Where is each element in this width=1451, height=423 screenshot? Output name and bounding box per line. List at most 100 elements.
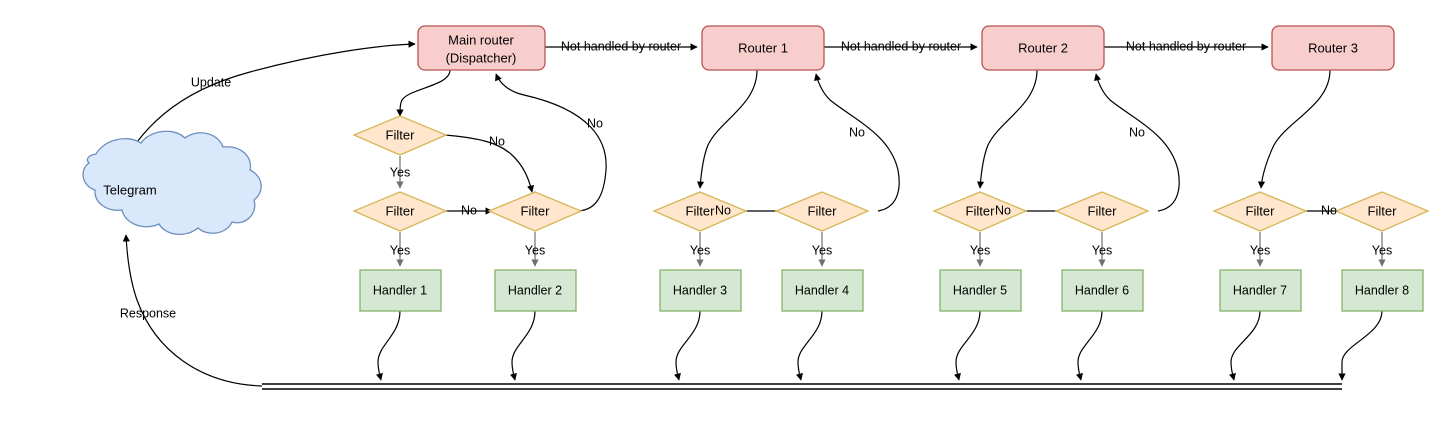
edge-label-yes-1: Yes bbox=[390, 165, 410, 179]
handler-2-box bbox=[494, 269, 577, 312]
node-main-router[interactable]: Main router (Dispatcher) bbox=[417, 25, 546, 71]
edge-label-not-handled-3: Not handled by router bbox=[1126, 39, 1246, 53]
node-filter-2[interactable]: Filter bbox=[352, 191, 448, 232]
edge-filter7-no-to-router2 bbox=[1094, 73, 1180, 212]
filter-5-shape bbox=[774, 191, 870, 232]
edge-handler6-to-collector bbox=[1075, 310, 1103, 381]
node-handler-5[interactable]: Handler 5 bbox=[939, 269, 1022, 312]
node-filter-9[interactable]: Filter bbox=[1334, 191, 1430, 232]
filter-2-shape bbox=[352, 191, 448, 232]
edge-filter3-no-to-mainrouter bbox=[495, 73, 607, 212]
edge-label-update: Update bbox=[191, 75, 231, 89]
node-filter-7[interactable]: Filter bbox=[1054, 191, 1150, 232]
router-3-label: Router 3 bbox=[1308, 40, 1358, 55]
filter-4-shape bbox=[652, 191, 748, 232]
edge-handler7-to-collector bbox=[1228, 310, 1261, 381]
node-filter-3[interactable]: Filter bbox=[487, 191, 583, 232]
handler-5-label: Handler 5 bbox=[953, 283, 1007, 297]
node-handler-6[interactable]: Handler 6 bbox=[1061, 269, 1144, 312]
handler-8-label: Handler 8 bbox=[1355, 283, 1409, 297]
edge-label-no-4: No bbox=[715, 203, 731, 217]
main-router-label-line2: (Dispatcher) bbox=[446, 50, 517, 65]
edge-label-not-handled-2: Not handled by router bbox=[841, 39, 961, 53]
filter-4-label: Filter bbox=[686, 203, 716, 218]
filter-7-label: Filter bbox=[1088, 203, 1118, 218]
edge-mainrouter-to-filter1 bbox=[396, 69, 451, 117]
node-filter-1[interactable]: Filter bbox=[352, 115, 448, 156]
edge-label-no-5: No bbox=[849, 125, 865, 139]
edge-update bbox=[117, 40, 416, 173]
edge-label-no-1: No bbox=[489, 134, 505, 148]
filter-1-label: Filter bbox=[386, 127, 416, 142]
edge-label-no-7: No bbox=[1129, 125, 1145, 139]
router-1-box bbox=[701, 25, 825, 71]
node-router-1[interactable]: Router 1 bbox=[701, 25, 825, 71]
handler-1-box bbox=[359, 269, 442, 312]
node-router-3[interactable]: Router 3 bbox=[1271, 25, 1395, 71]
node-filter-4[interactable]: Filter bbox=[652, 191, 748, 232]
edge-handler3-to-collector bbox=[673, 310, 701, 381]
filter-6-shape bbox=[932, 191, 1028, 232]
node-telegram-cloud[interactable]: Telegram bbox=[82, 130, 262, 235]
edge-label-yes-4: Yes bbox=[690, 243, 710, 257]
handler-6-box bbox=[1061, 269, 1144, 312]
node-filter-8[interactable]: Filter bbox=[1212, 191, 1308, 232]
telegram-label: Telegram bbox=[103, 182, 156, 197]
edge-label-not-handled-1: Not handled by router bbox=[561, 39, 681, 53]
filter-6-label: Filter bbox=[966, 203, 996, 218]
edge-label-yes-6: Yes bbox=[970, 243, 990, 257]
node-handler-2[interactable]: Handler 2 bbox=[494, 269, 577, 312]
filter-8-label: Filter bbox=[1246, 203, 1276, 218]
filter-3-label: Filter bbox=[521, 203, 551, 218]
filter-5-label: Filter bbox=[808, 203, 838, 218]
cloud-shape bbox=[82, 130, 262, 235]
node-handler-1[interactable]: Handler 1 bbox=[359, 269, 442, 312]
edge-handler1-to-collector bbox=[375, 310, 401, 381]
router-1-label: Router 1 bbox=[738, 40, 788, 55]
handler-1-label: Handler 1 bbox=[373, 283, 427, 297]
node-handler-7[interactable]: Handler 7 bbox=[1219, 269, 1302, 312]
edge-handler2-to-collector bbox=[509, 310, 536, 381]
handler-7-box bbox=[1219, 269, 1302, 312]
edge-label-yes-9: Yes bbox=[1372, 243, 1392, 257]
router-3-box bbox=[1271, 25, 1395, 71]
edge-label-no-2: No bbox=[461, 203, 477, 217]
node-router-2[interactable]: Router 2 bbox=[981, 25, 1105, 71]
handler-3-box bbox=[659, 269, 742, 312]
router-2-label: Router 2 bbox=[1018, 40, 1068, 55]
handler-4-box bbox=[781, 269, 864, 312]
handler-7-label: Handler 7 bbox=[1233, 283, 1287, 297]
node-handler-4[interactable]: Handler 4 bbox=[781, 269, 864, 312]
filter-7-shape bbox=[1054, 191, 1150, 232]
main-router-label-line1: Main router bbox=[448, 32, 514, 47]
edge-label-no-6: No bbox=[995, 203, 1011, 217]
edge-router1-to-filter4 bbox=[696, 69, 758, 189]
edge-label-yes-5: Yes bbox=[812, 243, 832, 257]
edge-label-yes-2: Yes bbox=[390, 243, 410, 257]
node-handler-3[interactable]: Handler 3 bbox=[659, 269, 742, 312]
filter-9-shape bbox=[1334, 191, 1430, 232]
edge-label-no-8: No bbox=[1321, 203, 1337, 217]
handler-5-box bbox=[939, 269, 1022, 312]
edge-label-response: Response bbox=[120, 306, 176, 320]
node-handler-8[interactable]: Handler 8 bbox=[1341, 269, 1424, 312]
filter-2-label: Filter bbox=[386, 203, 416, 218]
filter-8-shape bbox=[1212, 191, 1308, 232]
handler-4-label: Handler 4 bbox=[795, 283, 849, 297]
edge-router2-to-filter6 bbox=[976, 69, 1038, 189]
edge-label-yes-3: Yes bbox=[525, 243, 545, 257]
edge-handler4-to-collector bbox=[795, 310, 823, 381]
handler-8-box bbox=[1341, 269, 1424, 312]
node-filter-5[interactable]: Filter bbox=[774, 191, 870, 232]
edge-label-yes-8: Yes bbox=[1250, 243, 1270, 257]
router-2-box bbox=[981, 25, 1105, 71]
node-filter-6[interactable]: Filter bbox=[932, 191, 1028, 232]
handler-6-label: Handler 6 bbox=[1075, 283, 1129, 297]
filter-1-shape bbox=[352, 115, 448, 156]
edge-filter1-no-to-filter2 bbox=[444, 134, 535, 193]
edge-response bbox=[122, 234, 263, 387]
edge-filter5-no-to-router1 bbox=[814, 73, 900, 212]
main-router-box bbox=[417, 25, 546, 71]
handler-3-label: Handler 3 bbox=[673, 283, 727, 297]
